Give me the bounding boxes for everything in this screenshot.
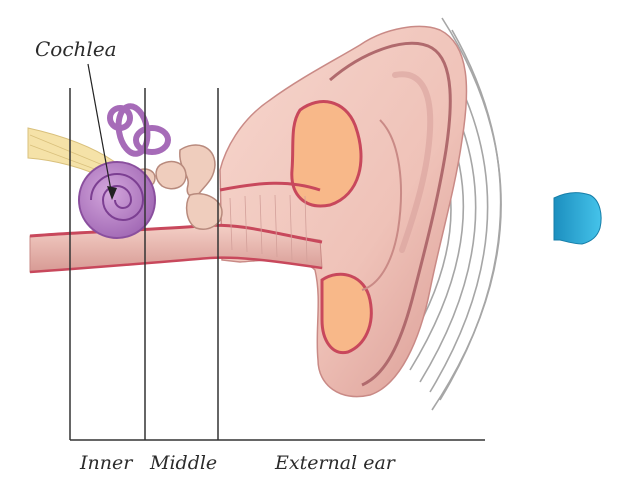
cochlea-label: Cochlea (35, 37, 117, 61)
incus (156, 162, 186, 189)
external-ear-label: External ear (275, 452, 395, 474)
inner-ear-label: Inner (80, 452, 132, 474)
concha-upper (292, 102, 361, 206)
external-ear (220, 26, 467, 396)
cochlea (79, 162, 155, 238)
middle-ear-label: Middle (150, 452, 217, 474)
eardrum (187, 194, 222, 229)
concha-lower (322, 274, 371, 352)
semicircular-canals (110, 104, 168, 156)
speaker-icon (554, 193, 601, 244)
